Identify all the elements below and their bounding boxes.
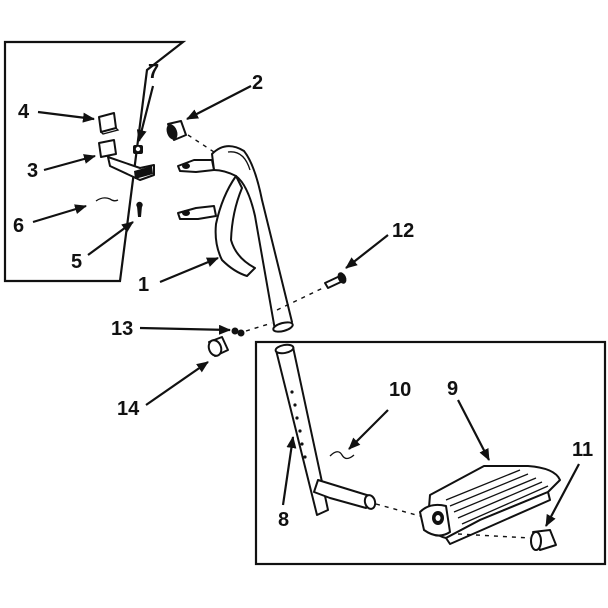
part-6-pin [95,197,119,202]
leader-10 [348,409,389,450]
leader-3 [43,154,96,172]
part-10-clip [329,451,355,460]
leader-1 [159,256,219,284]
part-9-foot-plate [419,465,561,545]
part-13-spring [231,327,245,337]
leader-11 [545,463,580,527]
callout-14: 14 [117,398,140,420]
leader-2 [186,85,252,120]
leader-9 [457,399,490,461]
part-7-nut [133,145,143,154]
callout-11: 11 [572,439,593,461]
part-11-end-cap [530,529,557,551]
callout-6: 6 [13,215,24,237]
part-3-bracket [98,139,155,181]
leader-4 [37,110,95,123]
part-8-lower-post [274,343,377,516]
callout-5: 5 [71,251,82,273]
callout-2: 2 [252,72,263,94]
leader-7 [136,85,155,142]
callout-13: 13 [111,318,133,340]
leader-6 [32,204,87,224]
leader-5 [87,221,134,256]
part-12-bolt [324,272,347,289]
callout-12: 12 [392,220,414,242]
leader-13 [139,324,231,335]
detail-box-bottom-right [254,340,607,566]
part-1-hanger-frame [177,145,294,333]
callout-3: 3 [27,160,38,182]
part-5-screw [136,201,143,217]
callout-9: 9 [447,378,458,400]
part-14-lock-cap [207,336,229,357]
callout-8: 8 [278,509,289,531]
callout-10: 10 [389,379,411,401]
part-2-end-cap [166,120,187,141]
leader-8 [281,436,297,506]
leader-12 [345,234,389,269]
callout-4: 4 [18,101,30,123]
part-4-plate [98,112,120,135]
callout-1: 1 [138,274,149,296]
leader-14 [145,361,209,406]
callout-7: 7 [148,61,159,83]
